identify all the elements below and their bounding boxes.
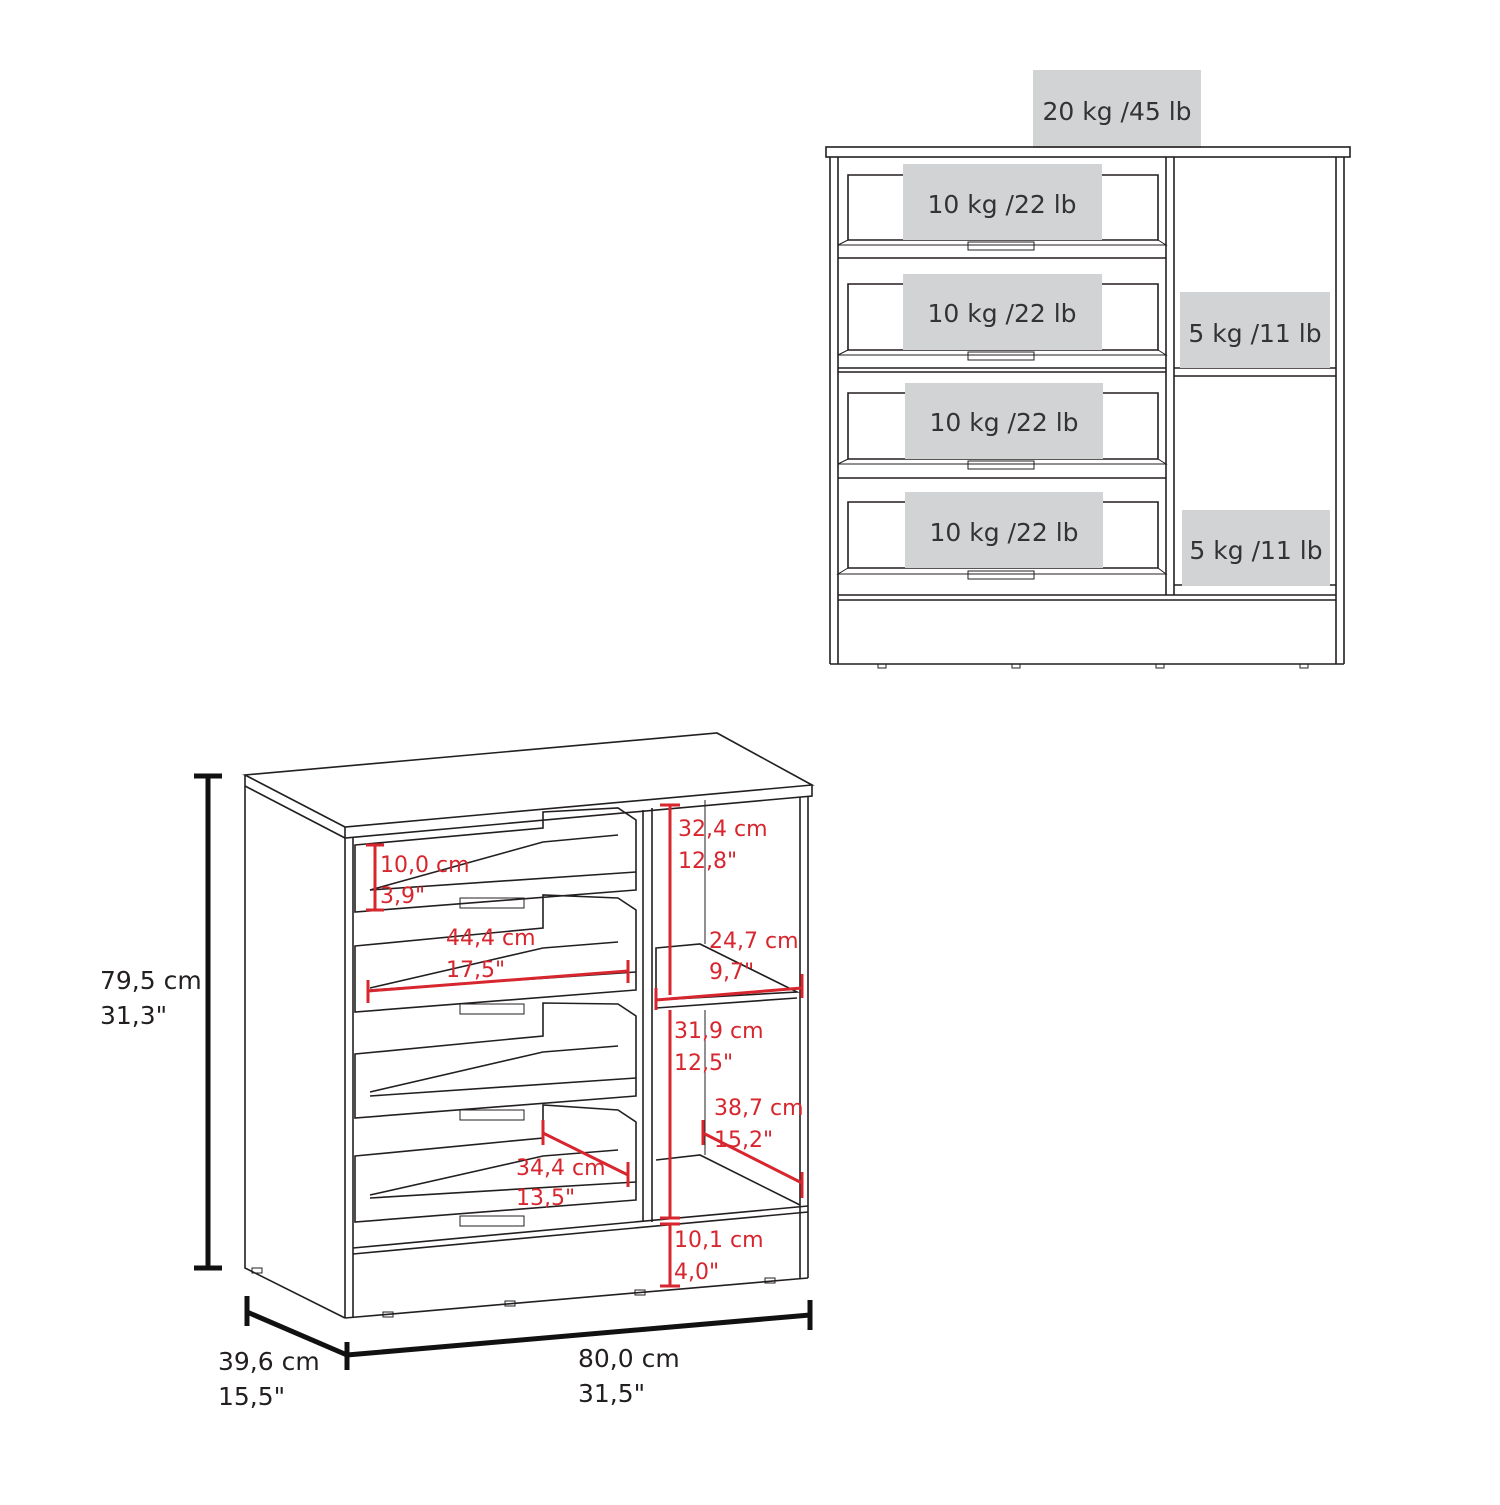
drawer-width-cm-label: 44,4 cm bbox=[446, 926, 536, 951]
front-view: 20 kg /45 lb bbox=[825, 70, 1351, 669]
height-cm-label: 79,5 cm bbox=[100, 966, 202, 995]
shelf-width-cm-label: 24,7 cm bbox=[709, 929, 799, 954]
perspective-view bbox=[242, 732, 815, 1319]
load-box-shelf-bottom bbox=[1182, 510, 1330, 586]
drawer-height-in-label: 3,9" bbox=[380, 884, 425, 909]
upper-height-cm-label: 32,4 cm bbox=[678, 817, 768, 842]
load-label-drawer1: 10 kg /22 lb bbox=[927, 190, 1076, 219]
load-label-drawer3: 10 kg /22 lb bbox=[929, 408, 1078, 437]
compartment-depth-cm-label: 38,7 cm bbox=[714, 1096, 804, 1121]
drawer-height-cm-label: 10,0 cm bbox=[380, 853, 470, 878]
load-box-drawer2 bbox=[903, 274, 1102, 350]
height-in-label: 31,3" bbox=[100, 1001, 167, 1030]
inner-dimension-lines bbox=[366, 803, 804, 1288]
cabinet-top bbox=[825, 146, 1351, 158]
load-label-drawer2: 10 kg /22 lb bbox=[927, 299, 1076, 328]
load-label-shelf-bottom: 5 kg /11 lb bbox=[1189, 536, 1322, 565]
load-box-drawer1 bbox=[903, 164, 1102, 240]
lower-height-cm-label: 31,9 cm bbox=[674, 1019, 764, 1044]
depth-in-label: 15,5" bbox=[218, 1382, 285, 1411]
lower-height-in-label: 12,5" bbox=[674, 1051, 733, 1076]
load-label-top: 20 kg /45 lb bbox=[1042, 97, 1191, 126]
drawer-depth-cm-label: 34,4 cm bbox=[516, 1156, 606, 1181]
drawer-width-in-label: 17,5" bbox=[446, 958, 505, 983]
upper-height-in-label: 12,8" bbox=[678, 849, 737, 874]
base-height-in-label: 4,0" bbox=[674, 1260, 719, 1285]
load-box-drawer4 bbox=[905, 492, 1103, 568]
load-box-top bbox=[1033, 70, 1201, 148]
load-box-drawer3 bbox=[905, 383, 1103, 459]
base-height-cm-label: 10,1 cm bbox=[674, 1228, 764, 1253]
load-label-shelf-mid: 5 kg /11 lb bbox=[1188, 319, 1321, 348]
drawer-depth-in-label: 13,5" bbox=[516, 1186, 575, 1211]
compartment-depth-in-label: 15,2" bbox=[714, 1128, 773, 1153]
load-box-shelf-mid bbox=[1180, 292, 1330, 368]
shelf-width-in-label: 9,7" bbox=[709, 960, 754, 985]
width-cm-label: 80,0 cm bbox=[578, 1344, 680, 1373]
depth-cm-label: 39,6 cm bbox=[218, 1347, 320, 1376]
load-label-drawer4: 10 kg /22 lb bbox=[929, 518, 1078, 547]
overall-dimension-lines bbox=[194, 773, 813, 1370]
width-in-label: 31,5" bbox=[578, 1379, 645, 1408]
